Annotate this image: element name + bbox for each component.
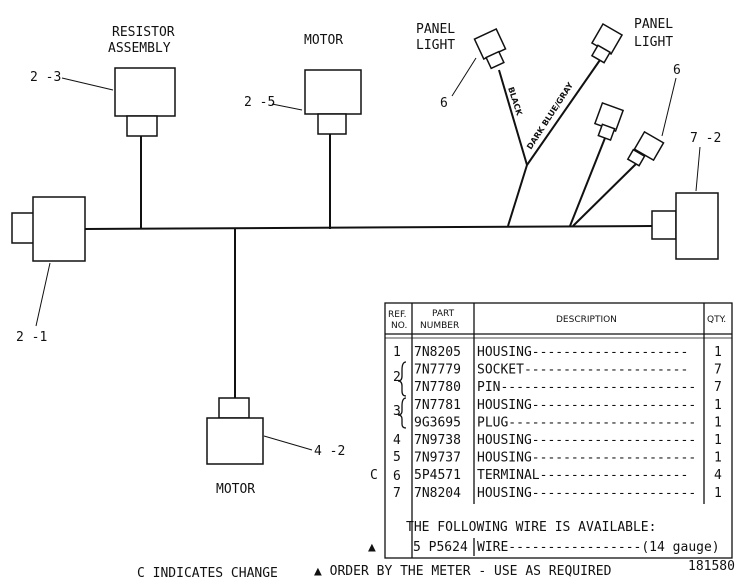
wire-row-part: 5 P5624	[413, 540, 468, 555]
row-qty: 1	[714, 398, 722, 413]
panel-light-right-title-2: LIGHT	[634, 35, 673, 50]
row-qty: 7	[714, 363, 722, 378]
row-part-number: 7N8204	[414, 486, 461, 501]
right-connector-ref: 7 -2	[690, 131, 721, 146]
panel-light-left-ref: 6	[440, 96, 448, 111]
row-description: TERMINAL-------------------	[477, 468, 688, 483]
hdr-ref-1: REF.	[388, 310, 407, 320]
row-description: HOUSING---------------------	[477, 433, 696, 448]
row-qty: 4	[714, 468, 722, 483]
wire-row-marker: ▲	[368, 540, 376, 555]
row-part-number: 7N7780	[414, 380, 461, 395]
row-ref-no: 4	[393, 433, 401, 448]
row-part-number: 5P4571	[414, 468, 461, 483]
left-connector-leader	[35, 262, 51, 327]
row-qty: 1	[714, 415, 722, 430]
figure-number: 181580	[688, 559, 735, 574]
row-change-marker: C	[370, 468, 378, 483]
row-ref-no: 5	[393, 450, 401, 465]
row-qty: 7	[714, 380, 722, 395]
row-qty: 1	[714, 433, 722, 448]
row-qty: 1	[714, 486, 722, 501]
motor-top	[304, 69, 362, 135]
panel-light-left-title-2: LIGHT	[416, 38, 455, 53]
hdr-part-1: PART	[432, 309, 455, 319]
hdr-qty: QTY.	[707, 315, 726, 325]
terminal-ref: 6	[673, 63, 681, 78]
row-part-number: 7N7781	[414, 398, 461, 413]
row-qty: 1	[714, 451, 722, 466]
panel-light-right-title-1: PANEL	[634, 17, 673, 32]
row-description: HOUSING--------------------	[477, 345, 688, 360]
row-ref-no: 7	[393, 486, 401, 501]
resistor-assembly-title-2: ASSEMBLY	[108, 41, 171, 56]
wire-note: THE FOLLOWING WIRE IS AVAILABLE:	[406, 520, 656, 535]
row-part-number: 7N9737	[414, 451, 461, 466]
row-ref-no: 1	[393, 345, 401, 360]
motor-bottom	[206, 397, 264, 465]
right-connector-leader	[695, 146, 701, 192]
terminal-a	[593, 101, 625, 141]
row-ref-no: 2	[393, 370, 401, 385]
motor-bottom-ref: 4 -2	[314, 444, 345, 459]
motor-top-title: MOTOR	[304, 33, 343, 48]
left-connector-ref: 2 -1	[16, 330, 47, 345]
row-description: PIN-------------------------	[477, 380, 696, 395]
panel-light-left	[473, 27, 507, 70]
terminal-b	[626, 130, 665, 167]
right-connector	[651, 192, 719, 260]
panel-light-left-title-1: PANEL	[416, 22, 455, 37]
row-description: SOCKET---------------------	[477, 363, 688, 378]
wire-label-dark-blue-gray: DARK BLUE/GRAY	[525, 81, 575, 151]
footer-meter-note: ▲ ORDER BY THE METER - USE AS REQUIRED	[314, 564, 612, 579]
row-qty: 1	[714, 345, 722, 360]
row-part-number: 7N7779	[414, 363, 461, 378]
hdr-ref-2: NO.	[391, 321, 407, 331]
left-connector	[11, 196, 86, 262]
row-part-number: 9G3695	[414, 415, 461, 430]
row-part-number: 7N9738	[414, 433, 461, 448]
resistor-assembly	[114, 67, 176, 137]
harness-trunk	[83, 59, 653, 399]
terminal-ref-leader	[661, 77, 677, 137]
panel-light-left-leader	[451, 57, 477, 97]
hdr-description: DESCRIPTION	[556, 315, 617, 325]
hdr-part-2: NUMBER	[420, 321, 459, 331]
row-ref-no: 3	[393, 404, 401, 419]
resistor-ref: 2 -3	[30, 70, 61, 85]
row-description: HOUSING---------------------	[477, 451, 696, 466]
row-description: PLUG------------------------	[477, 415, 696, 430]
resistor-leader	[61, 77, 114, 91]
row-ref-no: 6	[393, 469, 401, 484]
motor-top-leader	[271, 103, 303, 111]
motor-bottom-title: MOTOR	[216, 482, 255, 497]
motor-top-ref: 2 -5	[244, 95, 275, 110]
resistor-assembly-title-1: RESISTOR	[112, 25, 175, 40]
row-description: HOUSING---------------------	[477, 486, 696, 501]
table-rows: 1 7N8205 HOUSING-------------------- 1 2 7N77…	[370, 345, 722, 501]
panel-light-right	[590, 22, 624, 64]
footer-change-note: C INDICATES CHANGE	[137, 566, 278, 581]
row-description: HOUSING---------------------	[477, 398, 696, 413]
wire-row-desc: WIRE-----------------(14 gauge)	[477, 540, 720, 555]
row-part-number: 7N8205	[414, 345, 461, 360]
motor-bottom-leader	[263, 435, 313, 451]
